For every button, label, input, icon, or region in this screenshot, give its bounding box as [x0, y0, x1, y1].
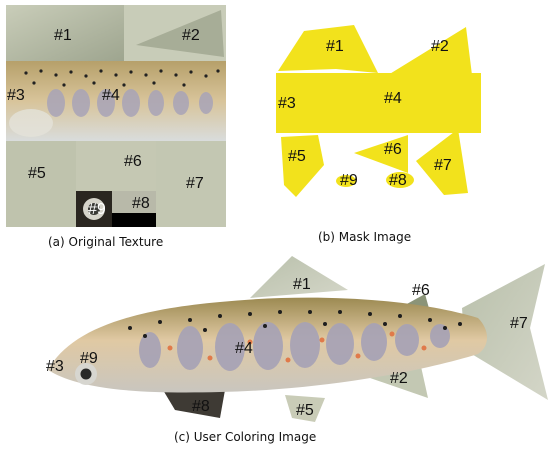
mask-label-2: #2: [431, 38, 449, 56]
mask-panel: #1 #2 #3 #4 #5 #6 #7 #8 #9: [276, 25, 481, 205]
coloring-label-7: #7: [510, 315, 528, 333]
texture-label-5: #5: [28, 165, 46, 183]
texture-caption: (a) Original Texture: [48, 235, 163, 249]
mask-label-1: #1: [326, 38, 344, 56]
texture-label-8: #8: [132, 195, 150, 213]
texture-label-1: #1: [54, 27, 72, 45]
mask-label-4: #4: [384, 90, 402, 108]
coloring-label-1: #1: [293, 276, 311, 294]
coloring-caption: (c) User Coloring Image: [174, 430, 316, 444]
mask-label-3: #3: [278, 95, 296, 113]
coloring-label-8: #8: [192, 398, 210, 416]
coloring-label-2: #2: [390, 370, 408, 388]
coloring-label-6: #6: [412, 282, 430, 300]
texture-label-6: #6: [124, 153, 142, 171]
mask-image: [276, 25, 481, 205]
mask-label-6: #6: [384, 141, 402, 159]
texture-label-7: #7: [186, 175, 204, 193]
user-coloring-fish: [0, 250, 555, 425]
coloring-label-4: #4: [235, 340, 253, 358]
coloring-label-9: #9: [80, 350, 98, 368]
texture-label-3: #3: [7, 87, 25, 105]
mask-label-9: #9: [340, 172, 358, 190]
mask-label-5: #5: [288, 148, 306, 166]
mask-caption: (b) Mask Image: [318, 230, 411, 244]
texture-label-4: #4: [102, 87, 120, 105]
texture-label-2: #2: [182, 27, 200, 45]
texture-label-9: #9: [88, 201, 106, 219]
mask-label-8: #8: [389, 172, 407, 190]
coloring-label-5: #5: [296, 402, 314, 420]
coloring-panel: #1 #2 #3 #4 #5 #6 #7 #8 #9: [0, 250, 555, 425]
mask-label-7: #7: [434, 157, 452, 175]
original-texture-panel: #1 #2 #3 #4 #5 #6 #7 #8 #9: [6, 5, 226, 227]
coloring-label-3: #3: [46, 358, 64, 376]
